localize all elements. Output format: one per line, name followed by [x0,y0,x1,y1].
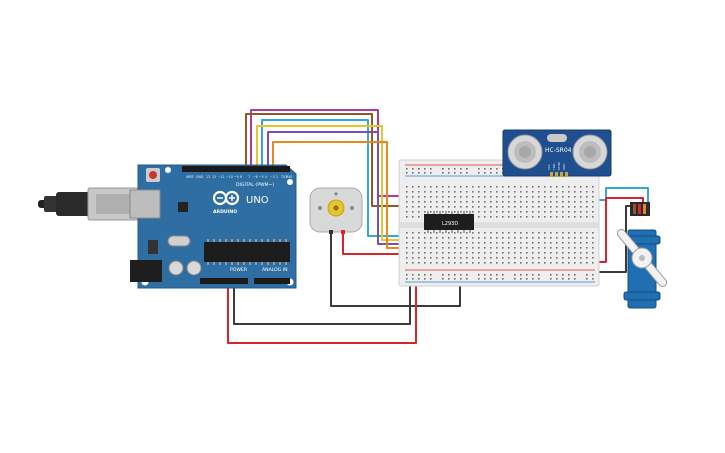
power-header-label: POWER [230,267,248,273]
wire-purple[interactable] [267,131,433,245]
ultrasonic-pin-gnd: GND [562,164,566,170]
arduino-brand-label: ARDUINO [213,209,237,215]
analog-header[interactable] [254,278,290,284]
wire-power-red[interactable] [227,277,417,344]
svg-text:RX0: RX0 [286,175,292,179]
servo-motor[interactable] [611,202,673,309]
ultrasonic-pin-vcc: VCC [547,164,551,170]
svg-text:2: 2 [276,175,278,179]
dc-motor[interactable] [309,187,363,234]
wire-power-black[interactable] [233,271,411,325]
ultrasonic-pin-trig: TRIG [552,163,556,171]
microcontroller-chip [204,242,290,262]
analog-header-label: ANALOG IN [262,267,288,273]
svg-text:~6: ~6 [253,175,258,179]
wire-magenta[interactable] [250,109,433,197]
arduino-model-label: UNO [246,195,269,206]
svg-text:TX1: TX1 [280,175,287,179]
svg-text:~3: ~3 [270,175,275,179]
arduino-logo [212,190,240,206]
svg-text:13: 13 [206,175,210,179]
wire-brown[interactable] [245,113,433,207]
power-jack[interactable] [130,260,162,282]
transducer-left [507,134,543,170]
ultrasonic-pin-echo: ECHO [557,161,561,170]
wire-cyan[interactable] [261,119,433,237]
svg-text:~5: ~5 [259,175,264,179]
transducer-right [572,134,608,170]
digital-header[interactable] [182,166,290,172]
svg-text:AREF: AREF [186,175,194,179]
ultrasonic-label: HC-SR04 [545,147,572,154]
svg-text:7: 7 [248,175,250,179]
svg-text:~9: ~9 [234,175,239,179]
digital-header-label: DIGITAL (PWM~) [236,182,274,188]
svg-text:~10: ~10 [226,175,233,179]
svg-text:12: 12 [212,175,216,179]
svg-text:4: 4 [265,175,267,179]
ultrasonic-sensor[interactable]: HC-SR04 VCC TRIG ECHO GND [502,129,612,177]
power-header[interactable] [200,278,248,284]
svg-text:~11: ~11 [218,175,225,179]
svg-text:GND: GND [196,175,204,179]
breadboard[interactable] [398,159,600,287]
motor-driver-label: L293D [442,221,458,227]
motor-driver-chip[interactable]: L293D [424,211,474,233]
servo-horn[interactable] [611,224,673,292]
breadboard-holes[interactable] [406,168,594,280]
svg-text:8: 8 [240,175,242,179]
